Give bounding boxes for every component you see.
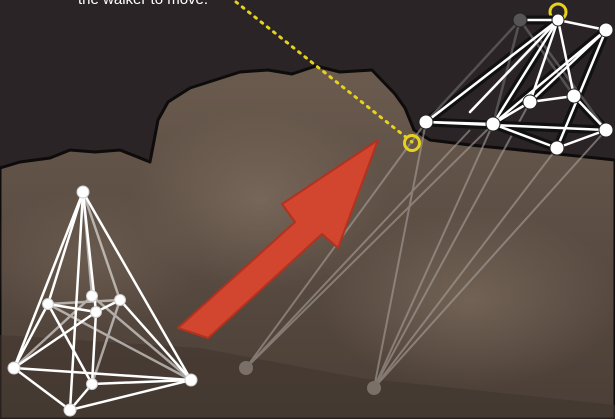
terrain-texture [320, 210, 615, 390]
ground-shelf [0, 335, 615, 419]
ground-anchor-node [367, 381, 381, 395]
caption-text: the walker to move. [78, 0, 208, 9]
target-marker-circle-outline-icon [403, 134, 421, 152]
guide-line [234, 0, 414, 144]
move-arrow-icon [177, 139, 379, 339]
ground-anchor-node [239, 361, 253, 375]
walker-start-tetrahedral-lattice-icon [12, 190, 193, 412]
projection-lines [245, 101, 607, 389]
walker-start-nodes [7, 185, 198, 417]
walker-end-nodes [418, 12, 614, 156]
